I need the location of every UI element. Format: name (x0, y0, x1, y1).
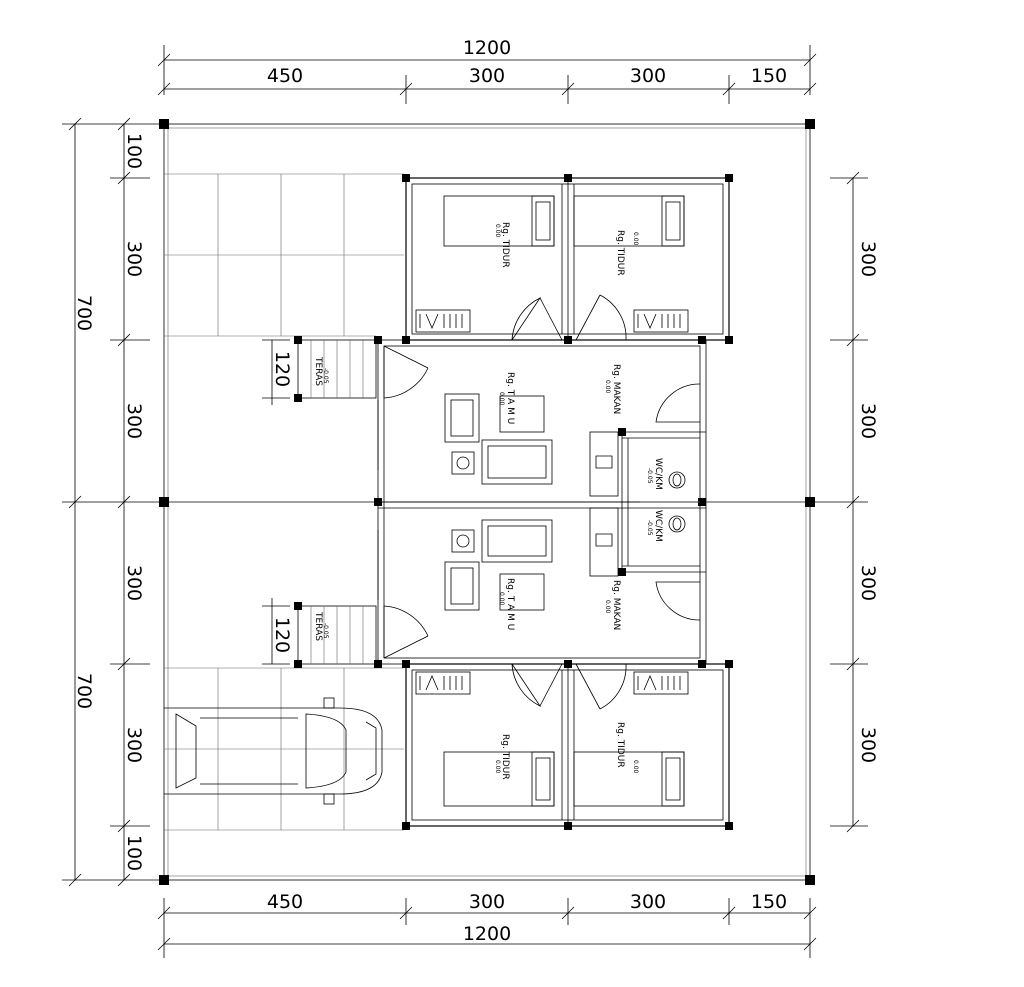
bottom-dimensions: 450 300 300 150 1200 (157, 891, 817, 958)
dining-bottom-level: 0.00 (604, 600, 611, 614)
terrace-bottom-label: TERAS (313, 611, 323, 641)
bedroom-top-right-level: 0.00 (632, 232, 639, 246)
structural-columns (374, 174, 733, 830)
living-top-label: Rg. T A M U (505, 372, 515, 424)
living-furniture-bottom (444, 507, 619, 611)
wc-bottom-level: -0.05 (646, 520, 653, 536)
left-inner-dimension-4: 300 (123, 565, 145, 601)
bedroom-top-left-label: Rg. TIDUR (500, 222, 510, 268)
right-dimension-3: 300 (857, 565, 879, 601)
right-dimension-2: 300 (857, 403, 879, 439)
right-dimension-4: 300 (857, 727, 879, 763)
living-bottom-level: 0.00 (498, 592, 505, 606)
left-dimensions: 700 700 100 300 300 300 300 100 (62, 117, 160, 887)
living-top-level: 0.00 (498, 392, 505, 406)
bed-bottom-right (573, 751, 685, 807)
top-dimension-1: 450 (267, 65, 303, 87)
terrace-bottom-width-dimension: 120 (271, 617, 293, 653)
left-inner-dimension-3: 300 (123, 403, 145, 439)
terrace-top: 120 TERAS -0.05 (262, 336, 377, 405)
right-dimension-1: 300 (857, 241, 879, 277)
terrace-top-width-dimension: 120 (271, 351, 293, 387)
right-dimensions: 300 300 300 300 (716, 171, 879, 833)
dining-top-label: Rg. MAKAN (611, 364, 621, 414)
bedroom-bottom-right-label: Rg. TIDUR (615, 722, 625, 768)
terrace-top-level: -0.05 (322, 368, 329, 384)
wardrobes (415, 309, 689, 695)
yard-paving-bottom (164, 667, 404, 831)
bedroom-bottom-left-label: Rg. TIDUR (500, 734, 510, 780)
top-dimension-4: 150 (751, 65, 787, 87)
walls (377, 177, 730, 827)
yard-paving-top (164, 173, 404, 337)
top-dimension-3: 300 (630, 65, 666, 87)
dining-top-level: 0.00 (604, 380, 611, 394)
bedroom-top-left-level: 0.00 (494, 224, 501, 238)
living-bottom-label: Rg. T A M U (505, 578, 515, 630)
left-inner-dimension-1: 100 (123, 133, 145, 169)
left-outer-dimension-2: 700 (73, 673, 95, 709)
bottom-total-dimension: 1200 (463, 923, 511, 945)
terrace-top-label: TERAS (313, 356, 323, 386)
bed-top-left (443, 195, 555, 247)
wc-top-level: -0.05 (646, 468, 653, 484)
bedroom-bottom-left-level: 0.00 (494, 760, 501, 774)
bottom-dimension-2: 300 (469, 891, 505, 913)
dining-bottom-label: Rg. MAKAN (611, 580, 621, 630)
wc-fixtures (640, 471, 700, 533)
wc-bottom-label: WC/KM (653, 510, 663, 542)
bed-top-right (573, 195, 685, 247)
left-inner-dimension-5: 300 (123, 727, 145, 763)
bottom-dimension-1: 450 (267, 891, 303, 913)
top-dimensions: 1200 450 300 300 150 (157, 37, 817, 104)
doors (383, 294, 701, 710)
car-illustration (164, 697, 383, 805)
left-inner-dimension-6: 100 (123, 835, 145, 871)
bedroom-bottom-right-level: 0.00 (632, 760, 639, 774)
bed-bottom-left (443, 751, 555, 807)
terrace-bottom: 120 TERAS -0.05 (262, 598, 377, 668)
left-inner-dimension-2: 300 (123, 241, 145, 277)
bottom-dimension-3: 300 (630, 891, 666, 913)
top-dimension-2: 300 (469, 65, 505, 87)
bedroom-top-right-label: Rg. TIDUR (615, 230, 625, 276)
terrace-bottom-level: -0.05 (322, 623, 329, 639)
wc-top-label: WC/KM (653, 458, 663, 490)
living-furniture-top (444, 393, 619, 497)
top-total-dimension: 1200 (463, 37, 511, 59)
room-labels: Rg. TIDUR 0.00 Rg. TIDUR 0.00 Rg. T A M … (494, 222, 663, 780)
bottom-dimension-4: 150 (751, 891, 787, 913)
left-outer-dimension-1: 700 (73, 295, 95, 331)
